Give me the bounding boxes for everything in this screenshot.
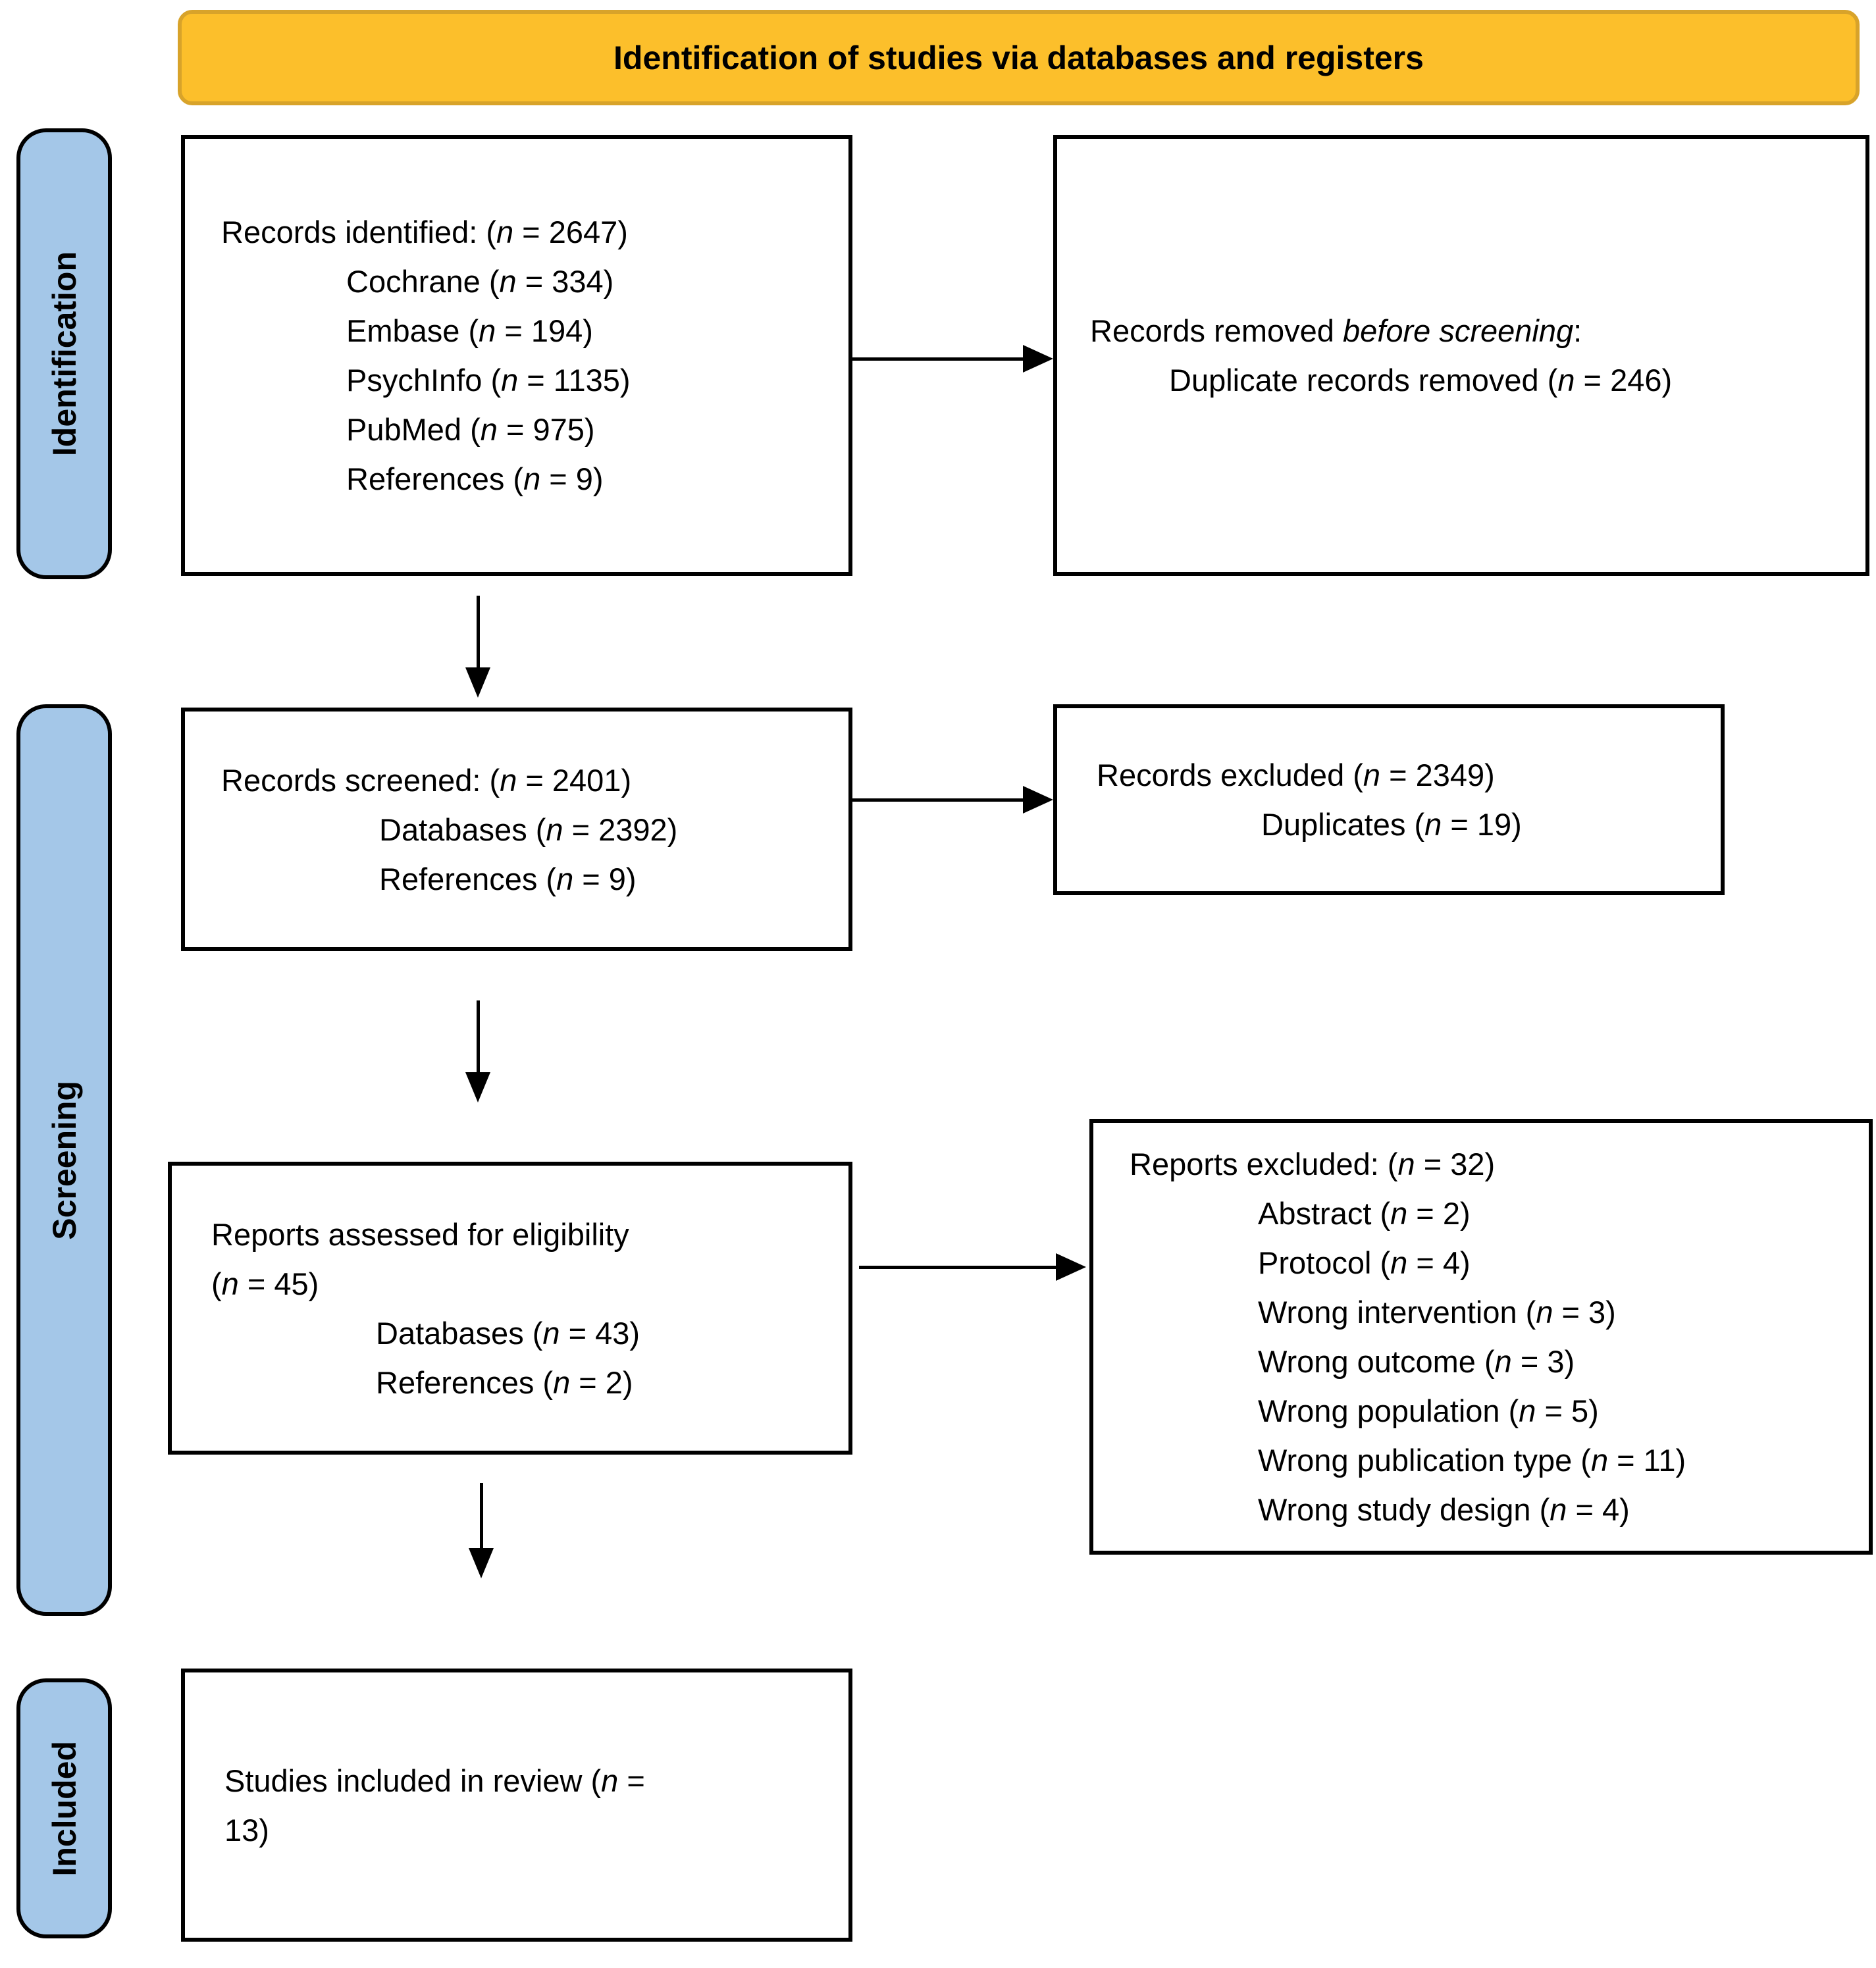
- arrow-head-right-icon: [1023, 345, 1053, 373]
- arrow-shaft: [852, 357, 1025, 361]
- text-line: Embase (n = 194): [346, 313, 593, 348]
- arrow-shaft: [477, 1000, 480, 1074]
- studies-included-box: Studies included in review (n = 13): [181, 1669, 852, 1942]
- text-line: References (n = 9): [346, 461, 604, 496]
- text-line: Records screened: (n = 2401): [221, 762, 632, 798]
- arrow-assessed-to-reports-excluded: [856, 1247, 1086, 1287]
- records-excluded-text: Records excluded (n = 2349) Duplicates (n…: [1097, 750, 1721, 849]
- reports-assessed-text: Reports assessed for eligibility (n = 45)…: [211, 1210, 848, 1407]
- arrow-identified-to-screened: [461, 596, 495, 698]
- reports-excluded-box: Reports excluded: (n = 32) Abstract (n = …: [1089, 1119, 1873, 1555]
- arrow-head-right-icon: [1056, 1253, 1086, 1281]
- arrow-head-down-icon: [465, 1072, 490, 1102]
- stage-label-identification-text: Identification: [45, 251, 83, 457]
- text-line: Duplicates (n = 19): [1261, 807, 1522, 842]
- diagram-title-banner: Identification of studies via databases …: [178, 10, 1860, 105]
- arrow-shaft: [477, 596, 480, 669]
- text-line: Wrong intervention (n = 3): [1258, 1295, 1616, 1330]
- text-line: PsychInfo (n = 1135): [346, 363, 631, 398]
- text-line: Records identified: (n = 2647): [221, 215, 628, 249]
- records-excluded-box: Records excluded (n = 2349) Duplicates (n…: [1053, 704, 1725, 895]
- text-line: Protocol (n = 4): [1258, 1245, 1471, 1280]
- text-line: Databases (n = 2392): [379, 812, 678, 847]
- records-identified-box: Records identified: (n = 2647) Cochrane (…: [181, 135, 852, 576]
- text-line: Wrong population (n = 5): [1258, 1393, 1599, 1428]
- records-screened-text: Records screened: (n = 2401) Databases (n…: [221, 756, 848, 904]
- text-line: Reports excluded: (n = 32): [1130, 1147, 1496, 1181]
- stage-label-included: Included: [16, 1678, 112, 1938]
- arrow-head-down-icon: [469, 1548, 494, 1578]
- text-line: References (n = 9): [379, 861, 637, 896]
- text-line: Reports assessed for eligibility: [211, 1216, 629, 1252]
- text-line: (n = 45): [211, 1266, 319, 1301]
- records-removed-box: Records removed before screening: Duplica…: [1053, 135, 1869, 576]
- text-line: Studies included in review (n =: [224, 1763, 645, 1798]
- records-removed-text: Records removed before screening: Duplica…: [1090, 306, 1865, 405]
- arrow-screened-to-excluded: [852, 780, 1053, 819]
- arrow-shaft: [480, 1483, 483, 1550]
- text-line: Cochrane (n = 334): [346, 264, 614, 299]
- records-identified-text: Records identified: (n = 2647) Cochrane (…: [221, 207, 848, 504]
- text-line: Wrong study design (n = 4): [1258, 1492, 1630, 1527]
- arrow-shaft: [859, 1266, 1058, 1269]
- diagram-title: Identification of studies via databases …: [613, 39, 1424, 76]
- arrow-assessed-to-included: [464, 1483, 498, 1578]
- text-line: 13): [224, 1812, 269, 1848]
- text-line: Records removed before screening:: [1090, 313, 1582, 348]
- reports-excluded-text: Reports excluded: (n = 32) Abstract (n = …: [1130, 1139, 1869, 1534]
- text-line: Duplicate records removed (n = 246): [1169, 363, 1673, 398]
- text-line: References (n = 2): [376, 1364, 633, 1400]
- text-line: Wrong outcome (n = 3): [1258, 1344, 1575, 1379]
- text-line: Abstract (n = 2): [1258, 1196, 1471, 1231]
- text-line: PubMed (n = 975): [346, 412, 595, 447]
- reports-assessed-box: Reports assessed for eligibility (n = 45)…: [168, 1162, 852, 1455]
- arrow-screened-to-assessed: [461, 1000, 495, 1102]
- records-screened-box: Records screened: (n = 2401) Databases (n…: [181, 708, 852, 951]
- stage-label-screening-text: Screening: [45, 1080, 83, 1240]
- arrow-shaft: [852, 798, 1025, 802]
- studies-included-text: Studies included in review (n = 13): [224, 1756, 848, 1855]
- stage-label-screening: Screening: [16, 704, 112, 1616]
- text-line: Databases (n = 43): [376, 1315, 640, 1351]
- text-line: Wrong publication type (n = 11): [1258, 1443, 1686, 1478]
- arrow-identified-to-removed: [852, 339, 1053, 378]
- arrow-head-right-icon: [1023, 786, 1053, 814]
- arrow-head-down-icon: [465, 667, 490, 698]
- stage-label-identification: Identification: [16, 128, 112, 579]
- text-line: Records excluded (n = 2349): [1097, 758, 1495, 792]
- stage-label-included-text: Included: [45, 1740, 83, 1877]
